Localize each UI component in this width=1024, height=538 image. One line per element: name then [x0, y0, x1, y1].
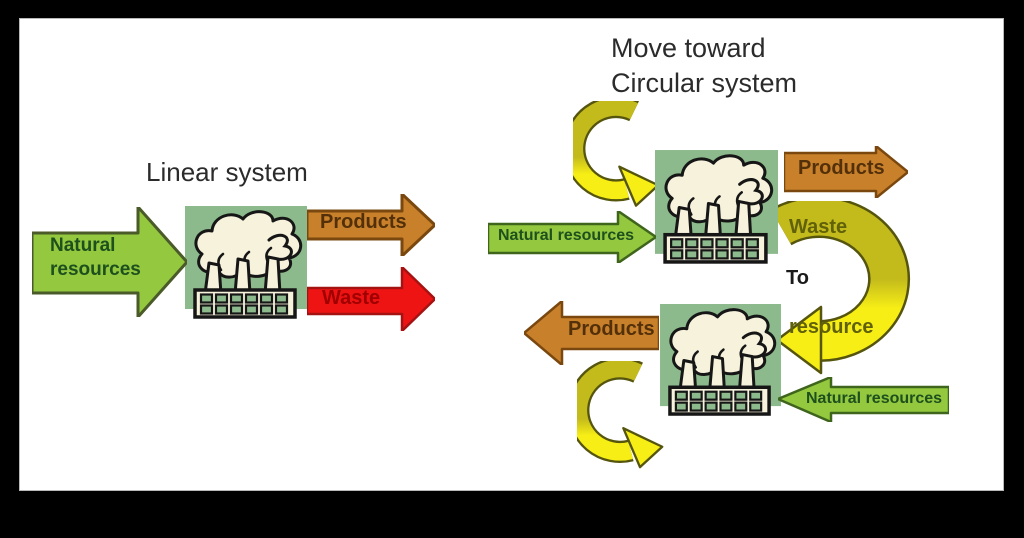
natural-resources-top-arrow-icon — [488, 211, 656, 263]
products-arrow-icon — [307, 194, 435, 256]
recycle-curl-bottom-icon — [577, 361, 665, 476]
factory-top-icon — [655, 150, 778, 264]
natural-resources-top-label: Natural resources — [498, 227, 635, 244]
products-label: Products — [320, 211, 407, 233]
recycle-curl-top-icon — [573, 101, 661, 213]
waste-to-resource-band-icon — [773, 201, 911, 375]
circular-system-title: Move toward Circular system — [611, 33, 798, 98]
factory-icon — [185, 206, 307, 319]
waste-arrow-icon — [307, 267, 435, 331]
factory-bottom-icon — [660, 304, 781, 416]
waste-label: Waste — [322, 287, 381, 309]
resource-label: resource — [789, 316, 874, 338]
waste-top-label: Waste — [789, 216, 848, 238]
products-top-arrow-icon — [784, 146, 908, 198]
natural-resources-arrow-icon — [32, 207, 187, 317]
slide-canvas: Linear system Natural resources Products… — [19, 18, 1004, 491]
linear-system-title: Linear system — [146, 157, 308, 187]
products-bottom-arrow-icon — [524, 301, 659, 365]
natural-resources-bottom-arrow-icon — [778, 377, 949, 422]
natural-resources-bottom-label: Natural resources — [806, 390, 943, 407]
products-top-label: Products — [798, 157, 885, 179]
products-bottom-label: Products — [568, 318, 655, 340]
to-label: To — [786, 267, 809, 289]
natural-resources-label: Natural resources — [50, 235, 141, 280]
